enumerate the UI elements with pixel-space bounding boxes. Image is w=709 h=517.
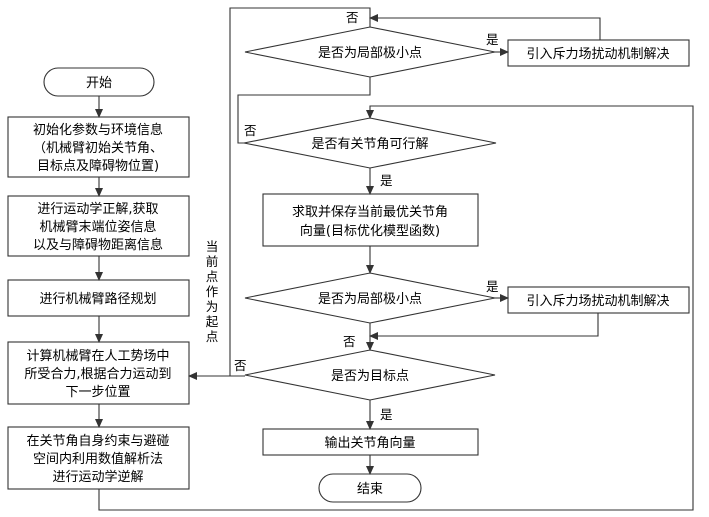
init-line-2: （机械臂初始关节角、 [33, 141, 163, 156]
escape-box-1-label: 引入斥力场扰动机制解决 [526, 47, 669, 62]
label-yes-2: 是 [486, 279, 499, 294]
edge-escape1-return [369, 14, 601, 40]
label-no-feasible: 否 [244, 123, 257, 138]
label-no-1: 否 [346, 10, 359, 25]
label-yes-goal: 是 [380, 407, 393, 422]
svg-text:点: 点 [206, 329, 219, 344]
decision-feasible-label: 是否有关节角可行解 [311, 137, 428, 152]
svg-text:点: 点 [206, 269, 219, 284]
label-yes-feasible: 是 [380, 173, 393, 188]
edge-ik-loop [98, 105, 694, 511]
plan-box [7, 279, 190, 317]
escape-box-1 [507, 39, 690, 67]
escape-box-2-label: 引入斥力场扰动机制解决 [526, 294, 669, 309]
decision-local-min-2-label: 是否为局部极小点 [318, 292, 422, 307]
decision-local-min-1-label: 是否为局部极小点 [318, 46, 422, 61]
init-line-3: 目标点及障碍物位置) [37, 159, 159, 174]
svg-text:起: 起 [206, 314, 219, 329]
svg-text:为: 为 [206, 299, 219, 314]
start-label: 开始 [86, 76, 112, 91]
force-line-3: 下一步位置 [65, 385, 130, 400]
svg-text:前: 前 [206, 254, 219, 269]
ik-line-3: 进行运动学逆解 [52, 469, 143, 485]
save-box [262, 193, 479, 247]
edge-feasible-no [237, 77, 371, 144]
label-yes-1: 是 [486, 32, 499, 47]
ik-line-1: 在关节角自身约束与避碰 [26, 433, 169, 449]
save-line-1: 求取并保存当前最优关节角 [292, 204, 448, 220]
ik-line-2: 空间内利用数值解析法 [33, 451, 163, 467]
svg-text:当: 当 [206, 239, 219, 254]
label-no-goal: 否 [234, 358, 247, 373]
force-line-2: 所受合力,根据合力运动到 [24, 367, 171, 382]
edge-local1-no [229, 7, 371, 376]
end-label: 结束 [357, 482, 383, 497]
init-box [7, 116, 190, 178]
output-label: 输出关节角向量 [324, 435, 415, 451]
edge-escape2-return [369, 313, 599, 340]
fk-line-2: 机械臂末端位姿信息 [39, 219, 156, 235]
force-line-1: 计算机械臂在人工势场中 [26, 348, 169, 364]
current-point-as-start-annotation: 当 前 点 作 为 起 点 [206, 239, 219, 344]
label-no-2: 否 [343, 334, 356, 349]
fk-line-3: 以及与障碍物距离信息 [33, 237, 163, 253]
save-line-2: 向量(目标优化模型函数) [300, 223, 440, 239]
plan-label: 进行机械臂路径规划 [39, 291, 156, 307]
init-line-1: 初始化参数与环境信息 [33, 122, 163, 138]
decision-goal-label: 是否为目标点 [331, 369, 409, 384]
fk-line-1: 进行运动学正解,获取 [37, 201, 158, 217]
svg-text:作: 作 [206, 284, 219, 299]
